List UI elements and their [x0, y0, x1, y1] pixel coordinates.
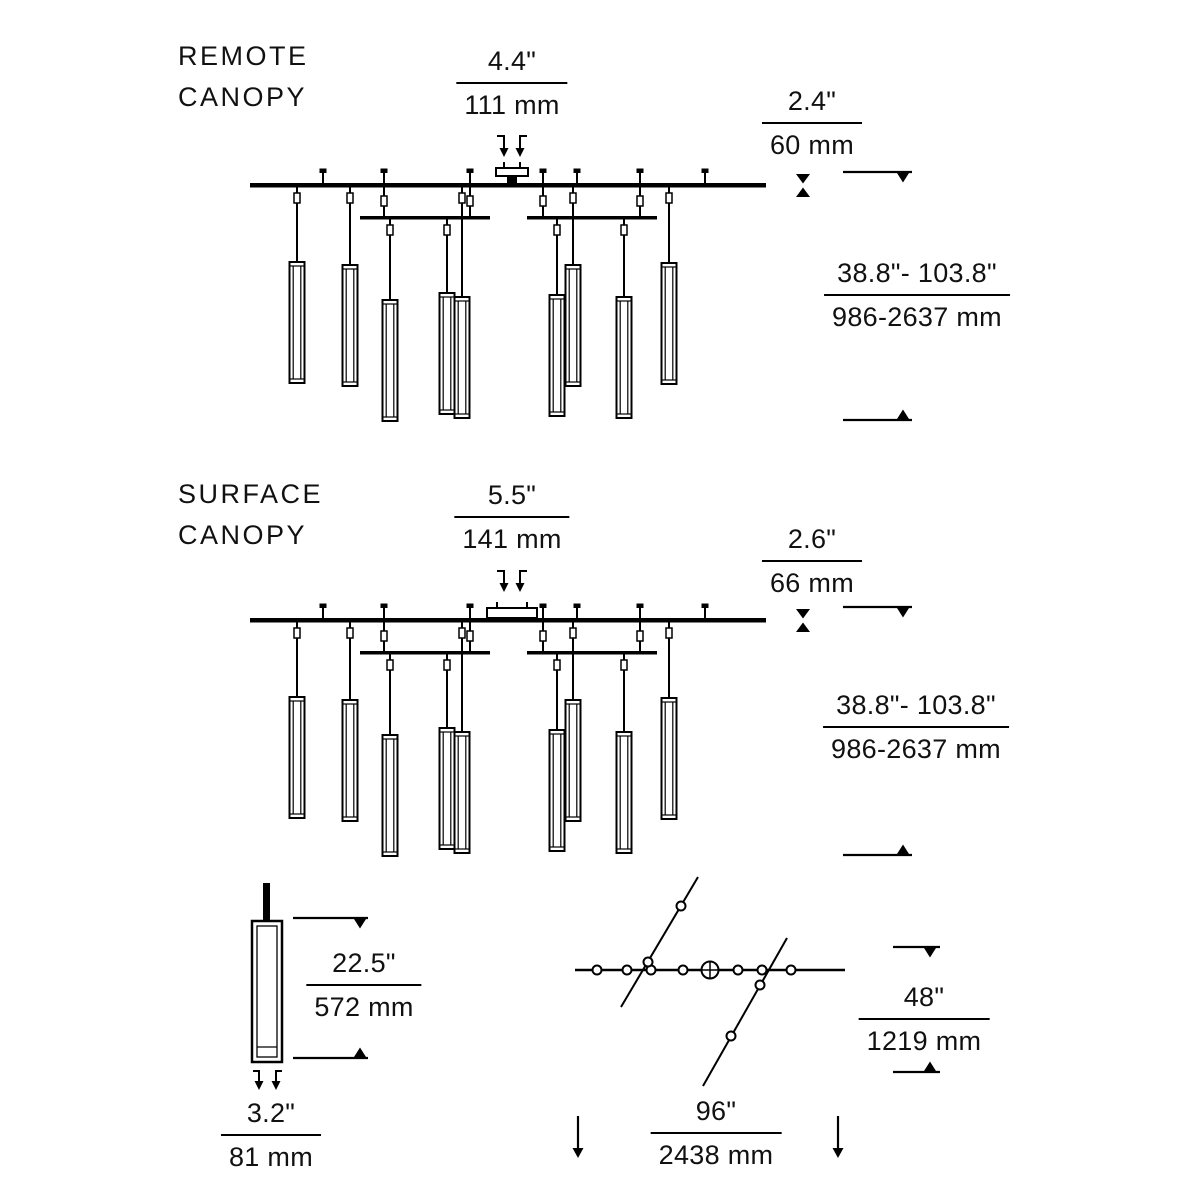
dim-surface-canopy-height-in: 2.6": [761, 524, 863, 562]
dim-pendant-diameter: 3.2" 81 mm: [220, 1098, 322, 1173]
dim-remote-canopy-height-in: 2.4": [761, 86, 863, 124]
dim-plan-width-mm: 1219 mm: [866, 1026, 982, 1056]
dim-surface-canopy-height: 2.6" 66 mm: [761, 524, 863, 599]
dim-pendant-diameter-in: 3.2": [220, 1098, 322, 1136]
dim-remote-suspension-mm: 986-2637 mm: [832, 302, 1002, 332]
dim-plan-length-in: 96": [650, 1096, 782, 1134]
dim-remote-canopy-width-mm: 111 mm: [464, 90, 560, 120]
plan-length-witness-marks: [572, 1116, 844, 1158]
dim-plan-width-in: 48": [858, 982, 990, 1020]
plan-view-drawing: [572, 876, 940, 1158]
remote-title-line2: CANOPY: [178, 81, 308, 112]
power-feed-symbol: [700, 960, 720, 980]
dim-remote-canopy-width: 4.4" 111 mm: [456, 46, 568, 121]
remote-canopy-part: [495, 162, 529, 183]
dim-remote-canopy-height: 2.4" 60 mm: [761, 86, 863, 161]
plan-width-witness-marks: [893, 945, 940, 1074]
connector-nodes: [591, 900, 797, 1042]
dim-pendant-diameter-mm: 81 mm: [228, 1142, 314, 1172]
dim-pendant-length-mm: 572 mm: [314, 992, 414, 1022]
dim-surface-suspension: 38.8"- 103.8" 986-2637 mm: [823, 690, 1009, 765]
dim-surface-canopy-width-in: 5.5": [454, 480, 570, 518]
dim-remote-suspension: 38.8"- 103.8" 986-2637 mm: [824, 258, 1010, 333]
remote-fixture-drawing: [250, 135, 912, 421]
pendant-length-witness-marks: [293, 916, 368, 1060]
remote-title-line1: REMOTE: [178, 41, 309, 71]
surface-title-line2: CANOPY: [178, 519, 308, 550]
surface-canopy-title: SURFACE CANOPY: [178, 474, 323, 555]
dim-remote-canopy-width-in: 4.4": [456, 46, 568, 84]
dim-plan-length: 96" 2438 mm: [650, 1096, 782, 1171]
surface-canopy-part: [486, 602, 538, 619]
dim-surface-canopy-width: 5.5" 141 mm: [454, 480, 570, 555]
dim-plan-length-mm: 2438 mm: [658, 1140, 774, 1170]
dim-pendant-length-in: 22.5": [306, 948, 422, 986]
dim-pendant-length: 22.5" 572 mm: [306, 948, 422, 1023]
dim-surface-canopy-width-mm: 141 mm: [462, 524, 562, 554]
dim-surface-suspension-in: 38.8"- 103.8": [823, 690, 1009, 728]
pendant-diameter-arrows: [253, 1070, 282, 1090]
pendant-detail-drawing: [250, 883, 368, 1090]
dim-remote-canopy-height-mm: 60 mm: [769, 130, 855, 160]
dim-surface-suspension-mm: 986-2637 mm: [831, 734, 1001, 764]
surface-fixture-drawing: [250, 570, 912, 856]
dim-surface-canopy-height-mm: 66 mm: [769, 568, 855, 598]
remote-canopy-title: REMOTE CANOPY: [178, 36, 309, 117]
surface-title-line1: SURFACE: [178, 479, 324, 509]
dim-remote-suspension-in: 38.8"- 103.8": [824, 258, 1010, 296]
dim-plan-width: 48" 1219 mm: [858, 982, 990, 1057]
